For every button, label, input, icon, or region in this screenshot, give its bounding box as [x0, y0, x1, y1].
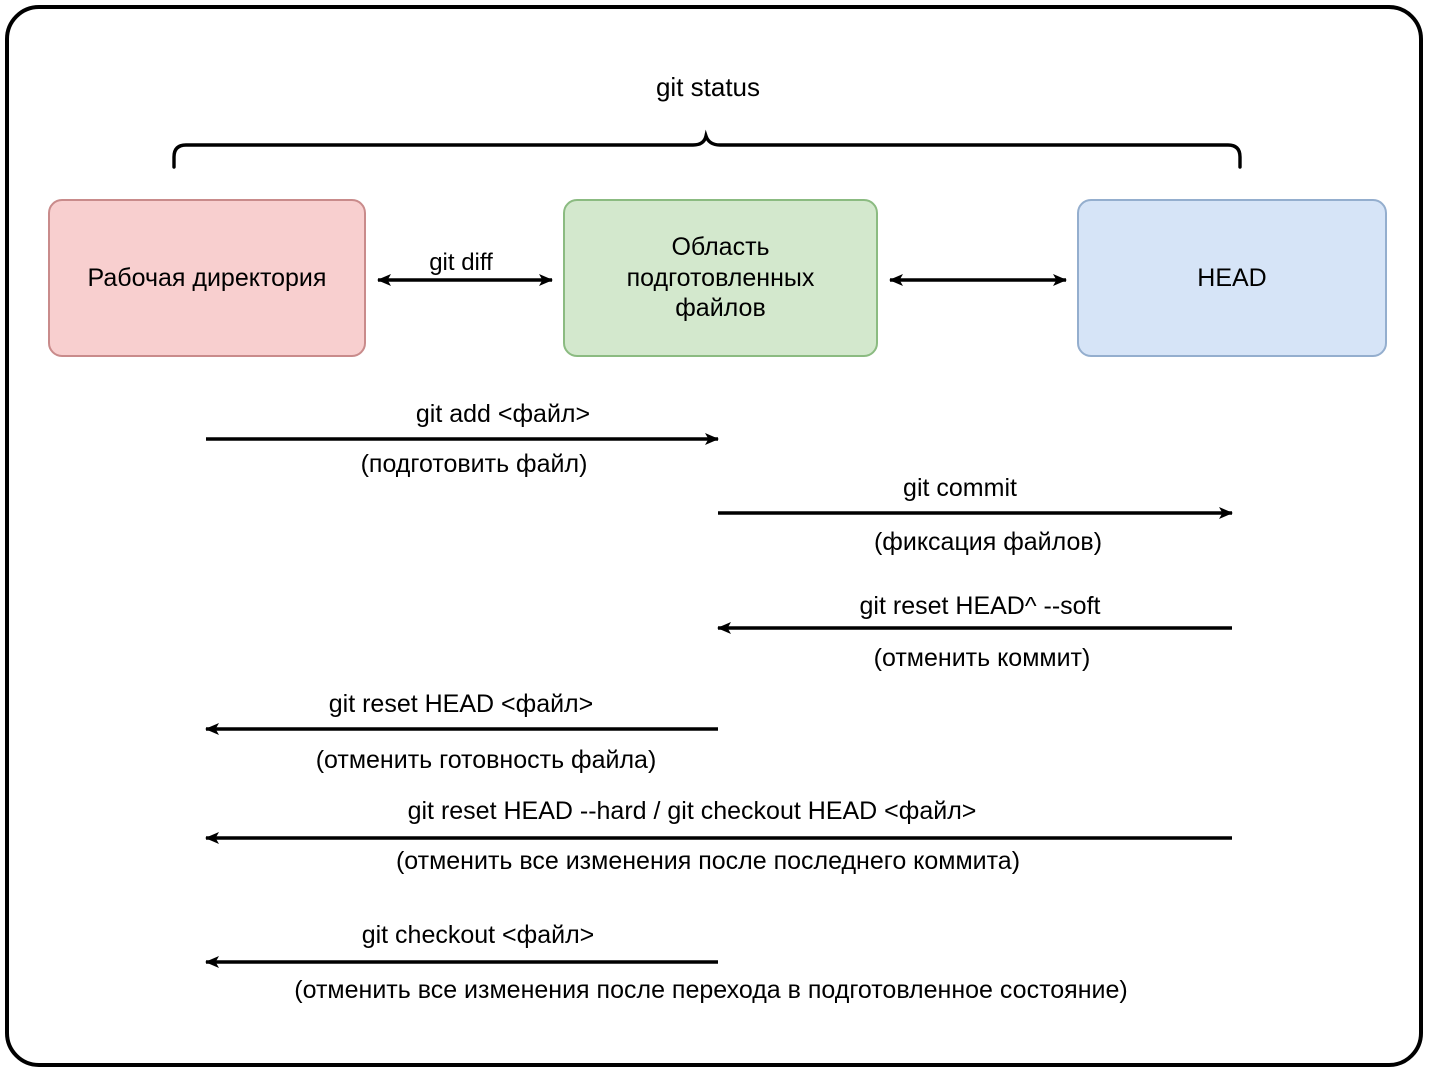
- node-working-directory[interactable]: Рабочая директория: [48, 199, 366, 357]
- row-git-checkout-description: (отменить все изменения после перехода в…: [294, 976, 1128, 1004]
- row-git-reset-soft-command: git reset HEAD^ --soft: [859, 592, 1101, 620]
- git-status-label: git status: [655, 72, 761, 102]
- diagram-frame: [5, 5, 1423, 1067]
- node-head-label: HEAD: [1197, 263, 1267, 292]
- node-staging-area-label-line2: подготовленных: [626, 263, 815, 292]
- node-head[interactable]: HEAD: [1077, 199, 1387, 357]
- row-git-commit-command: git commit: [903, 474, 1017, 502]
- row-git-commit-description: (фиксация файлов): [873, 528, 1103, 556]
- row-git-add-command: git add <файл>: [415, 400, 591, 428]
- node-working-directory-label: Рабочая директория: [87, 263, 327, 292]
- row-git-reset-file-description: (отменить готовность файла): [315, 746, 657, 774]
- node-staging-area[interactable]: Область подготовленных файлов: [563, 199, 878, 357]
- row-git-reset-hard-command: git reset HEAD --hard / git checkout HEA…: [407, 797, 977, 825]
- node-staging-area-label-line3: файлов: [675, 294, 766, 323]
- git-diff-label: git diff: [429, 249, 493, 276]
- node-staging-area-label: Область подготовленных файлов: [627, 232, 815, 324]
- node-staging-area-label-line1: Область: [671, 233, 770, 262]
- row-git-add-description: (подготовить файл): [360, 450, 588, 478]
- row-git-checkout-command: git checkout <файл>: [361, 921, 595, 949]
- row-git-reset-hard-description: (отменить все изменения после последнего…: [395, 847, 1021, 875]
- row-git-reset-file-command: git reset HEAD <файл>: [328, 690, 594, 718]
- row-git-reset-soft-description: (отменить коммит): [873, 644, 1091, 672]
